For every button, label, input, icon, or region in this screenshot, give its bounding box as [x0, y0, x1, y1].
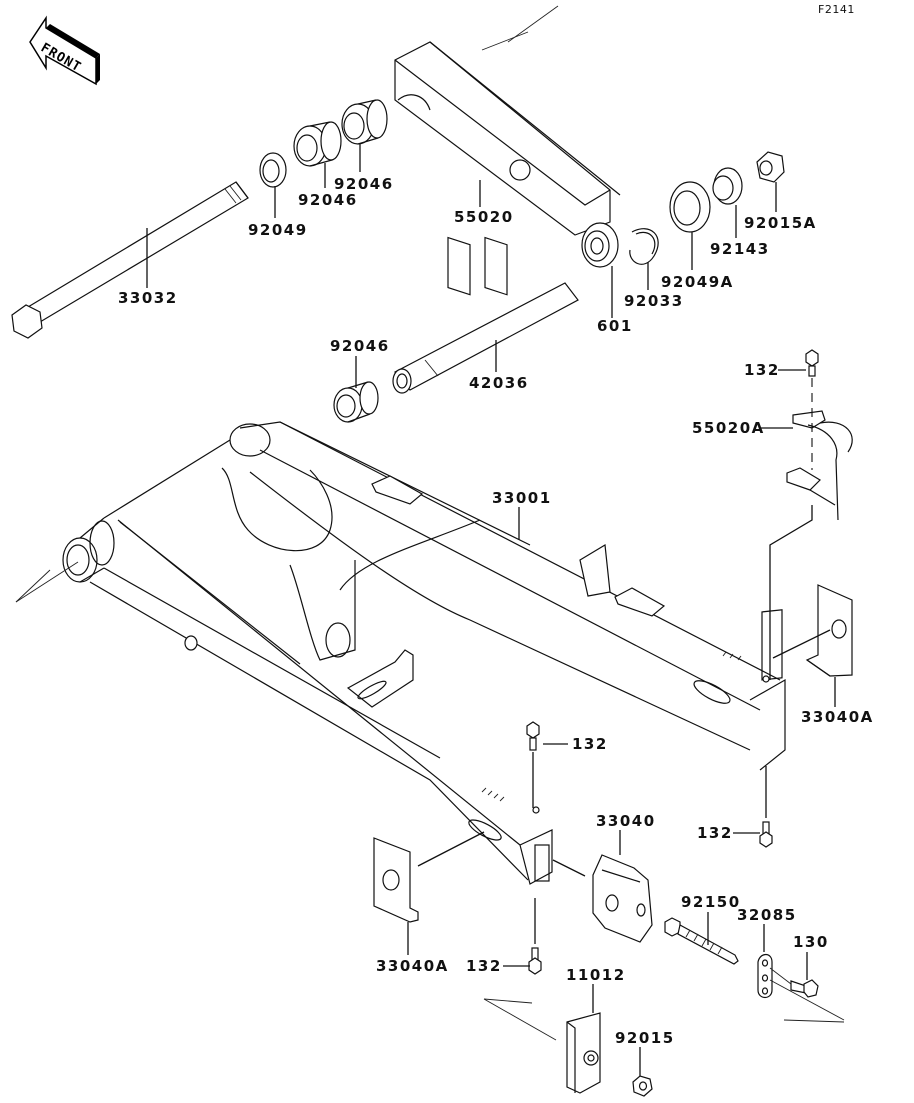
- bolt-132-mid: [526, 721, 540, 751]
- needle-bearing-92046-b: [293, 121, 342, 167]
- direction-lines-bottom: [483, 998, 557, 1041]
- collar-92143: [712, 167, 743, 205]
- nut-92015: [632, 1075, 653, 1097]
- chain-guide-11012: [566, 1012, 601, 1094]
- seal-92049A: [669, 181, 711, 233]
- bolt-132-bottom: [528, 947, 542, 975]
- pivot-shaft-33032: [11, 181, 249, 339]
- seal-92049: [259, 152, 287, 188]
- label-92143: 92143: [710, 240, 770, 258]
- bolt-130-line: [769, 967, 792, 985]
- front-arrow-icon: FRONT: [29, 15, 100, 86]
- label-132-top: 132: [744, 361, 780, 379]
- label-92046-b: 92046: [298, 191, 358, 209]
- label-92015A: 92015A: [744, 214, 817, 232]
- label-33040: 33040: [596, 812, 656, 830]
- bolt-132-top: [805, 349, 819, 377]
- bolt-130: [790, 979, 819, 998]
- swingarm-33001: [62, 421, 786, 885]
- label-33001: 33001: [492, 489, 552, 507]
- adjuster-plate-32085: [757, 953, 773, 999]
- label-55020A: 55020A: [692, 419, 765, 437]
- nut-92015A: [756, 151, 785, 183]
- label-55020: 55020: [454, 208, 514, 226]
- pivot-sleeve-42036: [392, 282, 579, 394]
- label-92049: 92049: [248, 221, 308, 239]
- label-33040A-left: 33040A: [376, 957, 449, 975]
- direction-lines-bottom-right: [769, 979, 845, 1023]
- label-92015: 92015: [615, 1029, 675, 1047]
- label-32085: 32085: [737, 906, 797, 924]
- label-132-right: 132: [697, 824, 733, 842]
- needle-bearing-92046-a: [341, 99, 388, 145]
- adjuster-mount-line-left: [417, 831, 485, 867]
- label-130: 130: [793, 933, 829, 951]
- label-92033: 92033: [624, 292, 684, 310]
- label-11012: 11012: [566, 966, 626, 984]
- circlip-92033: [629, 228, 659, 265]
- ball-bearing-601: [581, 222, 619, 268]
- label-92049A: 92049A: [661, 273, 734, 291]
- adjuster-mount-line-right: [772, 629, 831, 659]
- label-92046-a: 92046: [334, 175, 394, 193]
- adjuster-block-line: [552, 859, 586, 877]
- needle-bearing-92046-c: [333, 381, 379, 423]
- direction-lines-top: [481, 5, 559, 51]
- direction-lines-left: [15, 561, 79, 603]
- adjuster-block-33040: [592, 854, 653, 943]
- label-132-bottom: 132: [466, 957, 502, 975]
- label-601: 601: [597, 317, 633, 335]
- adjuster-plate-33040A-left: [373, 837, 419, 923]
- label-92150: 92150: [681, 893, 741, 911]
- leader-lines: [146, 143, 836, 1076]
- bracket-mount-line: [769, 505, 813, 680]
- label-33040A-right: 33040A: [801, 708, 874, 726]
- label-132-mid: 132: [572, 735, 608, 753]
- adjusting-bolt-92150: [664, 917, 739, 965]
- label-42036: 42036: [469, 374, 529, 392]
- label-92046-c: 92046: [330, 337, 390, 355]
- bracket-55020A: [786, 410, 853, 521]
- label-33032: 33032: [118, 289, 178, 307]
- figure-id: F2141: [818, 3, 855, 16]
- bolt-132-right: [759, 821, 773, 848]
- chain-guide-55020: [394, 41, 621, 296]
